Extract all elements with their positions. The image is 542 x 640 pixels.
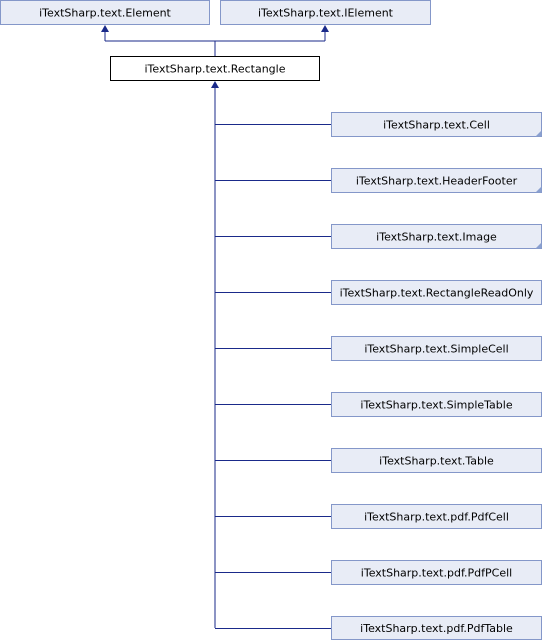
node-child-image[interactable]: iTextSharp.text.Image: [331, 224, 542, 249]
node-child-label: iTextSharp.text.Cell: [383, 119, 490, 132]
node-child-pdfcell[interactable]: iTextSharp.text.pdf.PdfCell: [331, 504, 542, 529]
node-child-cell[interactable]: iTextSharp.text.Cell: [331, 112, 542, 137]
node-child-label: iTextSharp.text.HeaderFooter: [356, 175, 518, 188]
node-child-simplecell[interactable]: iTextSharp.text.SimpleCell: [331, 336, 542, 361]
node-child-label: iTextSharp.text.pdf.PdfTable: [360, 622, 513, 635]
node-child-table[interactable]: iTextSharp.text.Table: [331, 448, 542, 473]
folds: [535, 130, 542, 249]
node-child-label: iTextSharp.text.pdf.PdfCell: [364, 511, 509, 524]
node-child-label: iTextSharp.text.pdf.PdfPCell: [361, 567, 512, 580]
node-child-pdftable[interactable]: iTextSharp.text.pdf.PdfTable: [331, 616, 542, 640]
node-child-rectanglereadonly[interactable]: iTextSharp.text.RectangleReadOnly: [331, 280, 542, 305]
node-ielement[interactable]: iTextSharp.text.IElement: [220, 0, 431, 25]
node-child-label: iTextSharp.text.SimpleCell: [364, 343, 508, 356]
arrowhead-rectangle: [211, 81, 219, 88]
arrowhead-element: [101, 25, 109, 32]
node-element-label: iTextSharp.text.Element: [39, 7, 171, 20]
node-child-simpletable[interactable]: iTextSharp.text.SimpleTable: [331, 392, 542, 417]
child-edges: [215, 124, 331, 629]
collapsed-children-marker: [535, 130, 542, 137]
node-rectangle: iTextSharp.text.Rectangle: [110, 56, 320, 81]
node-rectangle-label: iTextSharp.text.Rectangle: [144, 63, 285, 76]
node-child-label: iTextSharp.text.SimpleTable: [360, 399, 512, 412]
node-child-label: iTextSharp.text.Table: [379, 455, 494, 468]
arrowhead-ielement: [321, 25, 329, 32]
edges: [101, 25, 329, 628]
node-child-label: iTextSharp.text.RectangleReadOnly: [340, 287, 534, 300]
collapsed-children-marker: [535, 242, 542, 249]
node-child-label: iTextSharp.text.Image: [376, 231, 497, 244]
collapsed-children-marker: [535, 186, 542, 193]
node-child-pdfpcell[interactable]: iTextSharp.text.pdf.PdfPCell: [331, 560, 542, 585]
node-ielement-label: iTextSharp.text.IElement: [258, 7, 394, 20]
node-child-headerfooter[interactable]: iTextSharp.text.HeaderFooter: [331, 168, 542, 193]
node-element[interactable]: iTextSharp.text.Element: [0, 0, 210, 25]
